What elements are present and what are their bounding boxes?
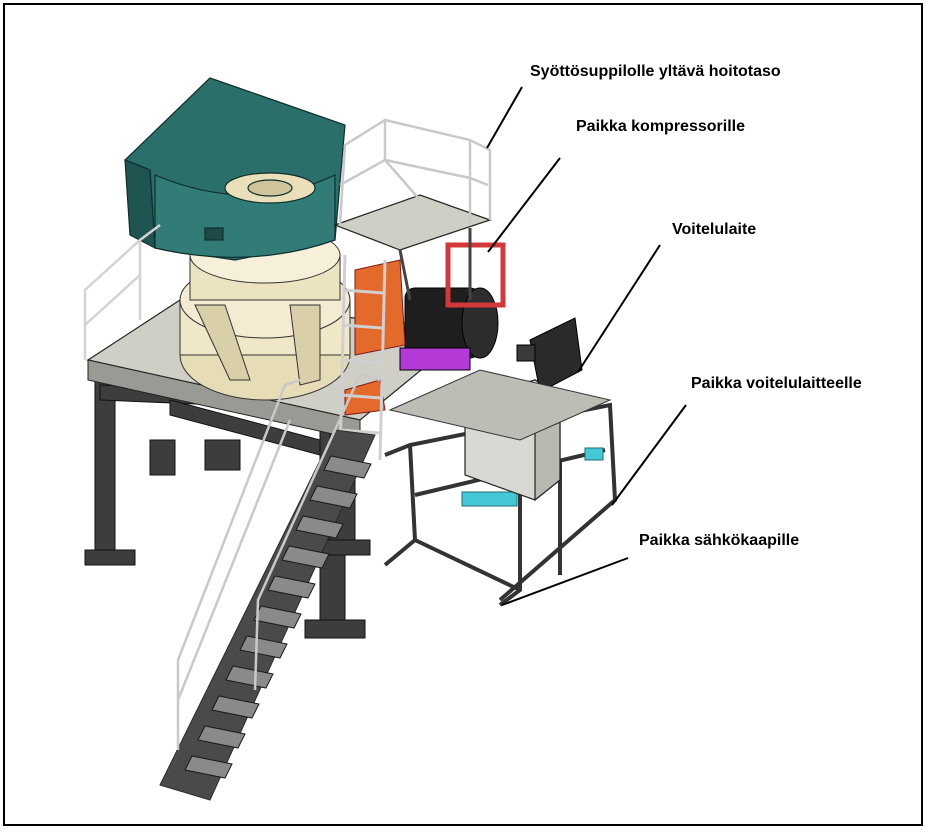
feed-hopper [123,77,346,261]
callout-label-cabinet: Paikka sähkökaapille [639,532,800,549]
lube-deck [388,369,612,441]
stair-treads [184,455,372,779]
callout-label-lube-location: Paikka voitelulaitteelle [691,375,862,392]
compressor-frame [344,242,506,416]
callout-label-compressor: Paikka kompressorille [576,118,745,135]
callout-label-platform: Syöttösuppilolle yltävä hoitotaso [530,63,781,80]
leader-line-lubricator [577,244,661,373]
leader-line-platform [486,86,523,149]
leader-line-cabinet [501,557,629,606]
leader-lines [486,86,687,606]
cyan-brackets [461,447,604,507]
cooler-unit [516,317,583,393]
stair-handrails [176,373,381,750]
upper-handrails [338,118,492,226]
vertical-ladder [338,254,387,461]
callout-label-lubricator: Voitelulaite [672,221,757,238]
leader-line-compressor [487,157,561,253]
staircase [159,429,376,801]
leader-line-lube-location [611,404,687,506]
deck-handrails [83,224,161,360]
